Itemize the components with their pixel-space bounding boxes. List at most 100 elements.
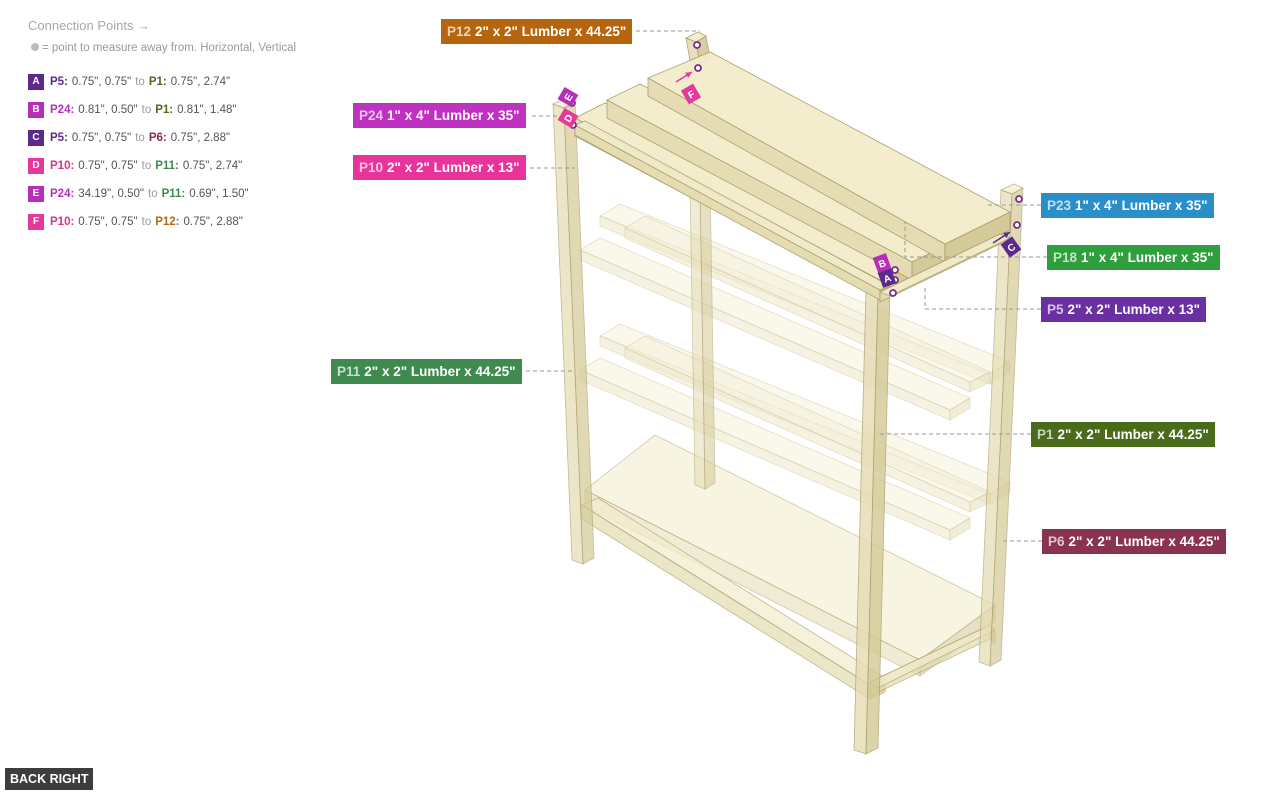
connection-marker-e[interactable]: E bbox=[557, 86, 579, 108]
part-description: 2" x 2" Lumber x 44.25" bbox=[475, 24, 627, 39]
to-word: to bbox=[148, 188, 158, 200]
connection-point-dot bbox=[1015, 195, 1023, 203]
part-id: P24 bbox=[359, 108, 384, 123]
connection-markers: AB C DE F bbox=[557, 41, 1023, 297]
marker-badge bbox=[872, 253, 892, 273]
leader-lines bbox=[526, 30, 1047, 542]
to-part: P12: bbox=[155, 216, 180, 228]
connection-point-dot bbox=[1013, 221, 1021, 229]
part-id: P1 bbox=[1037, 427, 1054, 442]
from-part: P10: bbox=[50, 216, 75, 228]
to-part: P11: bbox=[161, 188, 186, 200]
to-word: to bbox=[135, 132, 145, 144]
connection-marker-f[interactable]: F bbox=[680, 83, 702, 105]
part-description: 2" x 2" Lumber x 13" bbox=[387, 160, 520, 175]
connection-badge: B bbox=[28, 102, 44, 118]
marker-badge bbox=[680, 83, 702, 105]
connection-marker-b[interactable]: B bbox=[872, 253, 892, 273]
connection-badge: C bbox=[28, 130, 44, 146]
leg-back-left bbox=[689, 175, 716, 490]
connection-point-dot bbox=[889, 289, 897, 297]
to-word: to bbox=[141, 160, 152, 172]
view-label[interactable]: BACK RIGHT bbox=[5, 768, 94, 790]
point-dot-icon bbox=[31, 43, 39, 51]
part-id: P23 bbox=[1047, 198, 1072, 213]
to-word: to bbox=[141, 216, 152, 228]
connection-badge: E bbox=[28, 186, 44, 202]
connection-badge: D bbox=[28, 158, 44, 174]
to-values: 0.81", 1.48" bbox=[177, 104, 237, 116]
connection-points-legend: Connection Points → = point to measure a… bbox=[28, 18, 358, 236]
top-rail-front bbox=[574, 120, 891, 301]
part-id: P11 bbox=[337, 364, 361, 379]
marker-letter: A bbox=[882, 273, 893, 286]
marker-badge bbox=[557, 107, 579, 129]
top-rail-front-top bbox=[574, 120, 891, 291]
connection-badge: A bbox=[28, 74, 44, 90]
arrow-head-icon bbox=[685, 72, 692, 78]
part-id: P6 bbox=[1048, 534, 1065, 549]
top-slat-back-top bbox=[647, 51, 1011, 245]
part-description: 2" x 2" Lumber x 13" bbox=[1067, 302, 1201, 317]
leg-p6-top bbox=[999, 183, 1024, 195]
part-description: 1" x 4" Lumber x 35" bbox=[1075, 198, 1208, 213]
marker-badge bbox=[557, 86, 579, 108]
leg-p11 bbox=[551, 97, 595, 565]
from-part: P24: bbox=[50, 188, 75, 200]
to-part: P11: bbox=[155, 160, 179, 172]
connection-marker-d[interactable]: D bbox=[557, 107, 579, 129]
part-id: P5 bbox=[1047, 302, 1064, 317]
ghost-shelf-upper-slat-top bbox=[624, 215, 991, 383]
arrow-head-icon bbox=[1003, 232, 1010, 238]
from-values: 0.75", 0.75" bbox=[78, 160, 138, 172]
part-id: P18 bbox=[1053, 250, 1078, 265]
part-description: 1" x 4" Lumber x 35" bbox=[1081, 250, 1214, 265]
from-part: P24: bbox=[50, 104, 75, 116]
from-values: 34.19", 0.50" bbox=[78, 188, 145, 200]
part-description: 2" x 2" Lumber x 44.25" bbox=[1068, 534, 1220, 549]
marker-badge bbox=[1000, 236, 1022, 258]
leg-p12-top-top bbox=[685, 31, 707, 43]
from-values: 0.75", 0.75" bbox=[71, 132, 132, 144]
connection-badge: F bbox=[28, 214, 44, 230]
part-description: 1" x 4" Lumber x 35" bbox=[387, 108, 520, 123]
connection-point-dot bbox=[693, 41, 701, 49]
leg-p6 bbox=[978, 183, 1024, 667]
legend-hint: = point to measure away from. Horizontal… bbox=[28, 42, 358, 54]
connection-marker-c[interactable]: C bbox=[1000, 236, 1022, 258]
shelf-frame bbox=[551, 31, 1024, 755]
to-values: 0.75", 2.74" bbox=[170, 76, 231, 88]
to-part: P1: bbox=[155, 104, 174, 116]
connection-point-dot bbox=[891, 266, 899, 274]
marker-letter: E bbox=[563, 92, 576, 104]
part-id: P10 bbox=[359, 160, 384, 175]
from-part: P5: bbox=[50, 132, 68, 144]
to-part: P1: bbox=[148, 76, 167, 88]
leader-line bbox=[924, 285, 1041, 310]
from-values: 0.75", 0.75" bbox=[71, 76, 132, 88]
to-word: to bbox=[135, 76, 145, 88]
marker-letter: F bbox=[686, 89, 697, 102]
connection-marker-a[interactable]: A bbox=[877, 268, 897, 288]
marker-letter: D bbox=[563, 113, 576, 125]
marker-letter: B bbox=[877, 258, 888, 271]
from-part: P10: bbox=[50, 160, 75, 172]
to-values: 0.69", 1.50" bbox=[189, 188, 249, 200]
part-description: 2" x 2" Lumber x 44.25" bbox=[1057, 427, 1209, 442]
to-values: 0.75", 2.88" bbox=[183, 216, 243, 228]
from-values: 0.75", 0.75" bbox=[78, 216, 138, 228]
part-id: P12 bbox=[447, 24, 472, 39]
